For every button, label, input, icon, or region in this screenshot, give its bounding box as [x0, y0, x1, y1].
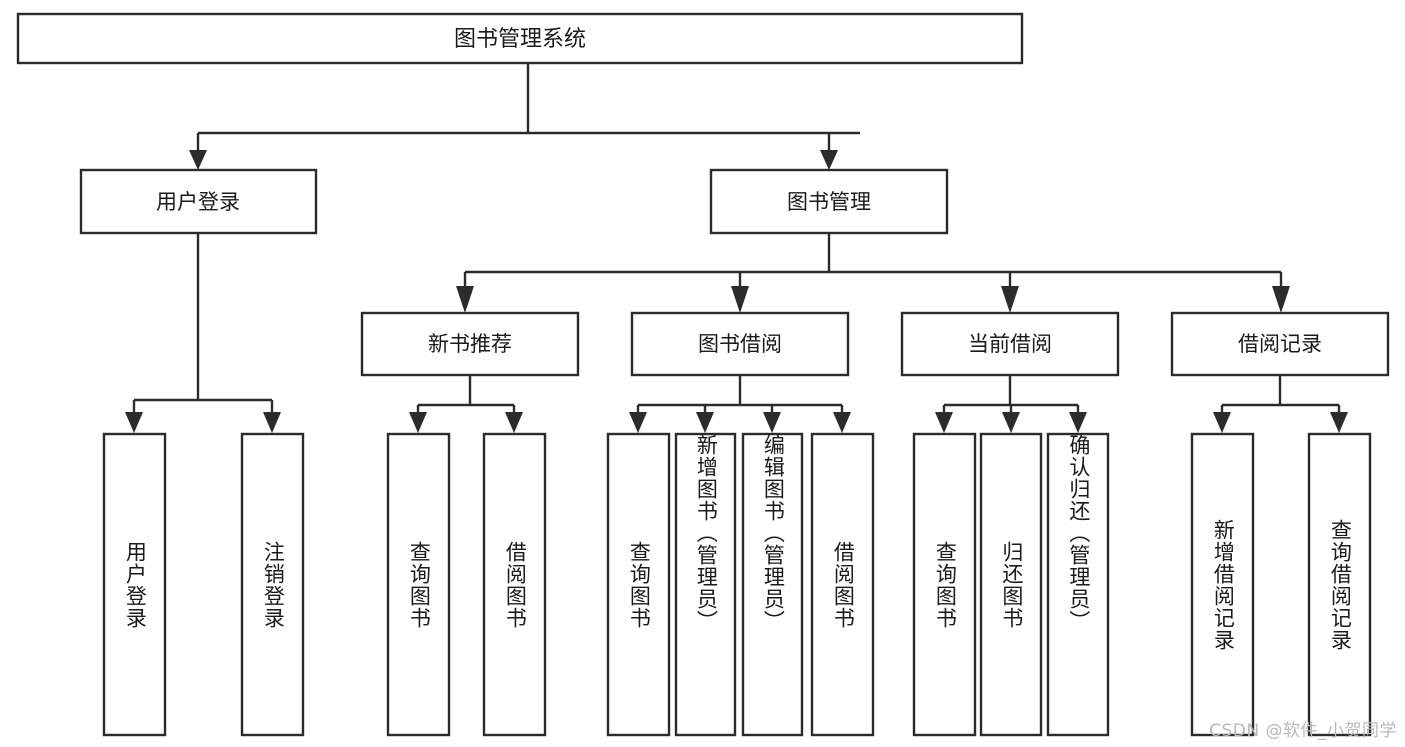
node-root-label: 图书管理系统	[454, 27, 586, 52]
leaf-box-borrow-record-2[interactable]	[1307, 432, 1372, 737]
leaf-box-book-borrow-1[interactable]	[606, 432, 671, 737]
node-new-book-recommend-label: 新书推荐	[428, 332, 512, 356]
arrow-bookmgmt-to-borrow	[731, 286, 749, 313]
arrow-borrow-leaf-4	[833, 412, 851, 433]
arrow-userlogin-leaf-1	[125, 412, 143, 433]
arrow-newbook-leaf-2	[505, 412, 523, 433]
arrow-newbook-leaf-1	[409, 412, 427, 433]
node-book-management-label: 图书管理	[787, 190, 871, 214]
node-new-book-recommend[interactable]: 新书推荐	[360, 311, 580, 377]
arrow-borrow-leaf-3	[763, 412, 781, 433]
node-borrow-record-box[interactable]	[1170, 311, 1390, 377]
leaf-box-new-book-1[interactable]	[386, 432, 451, 737]
arrow-borrow-leaf-1	[629, 412, 647, 433]
arrow-borrow-leaf-2	[696, 412, 714, 433]
leaf-box-borrow-record-1[interactable]	[1190, 432, 1255, 737]
node-borrow-record[interactable]: 借阅记录	[1170, 311, 1390, 377]
node-book-management[interactable]: 图书管理	[709, 168, 949, 235]
leaf-box-current-borrow-1[interactable]	[912, 432, 977, 737]
leaf-box-user-login-2[interactable]	[240, 432, 305, 737]
connector-group	[125, 63, 1348, 433]
node-new-book-recommend-box[interactable]	[360, 311, 580, 377]
leaf-box-book-borrow-2[interactable]	[674, 432, 737, 737]
arrow-root-to-book-mgmt	[820, 150, 838, 170]
node-borrow-record-label: 借阅记录	[1238, 332, 1322, 356]
arrow-record-leaf-2	[1330, 412, 1348, 433]
leaf-box-current-borrow-2[interactable]	[979, 432, 1043, 737]
arrow-current-leaf-1	[935, 412, 953, 433]
arrow-bookmgmt-to-record	[1272, 286, 1290, 313]
leaf-box-new-book-2[interactable]	[482, 432, 547, 737]
leaf-box-book-borrow-4[interactable]	[810, 432, 875, 737]
node-book-borrow-box[interactable]	[630, 311, 850, 377]
leaf-box-current-borrow-3[interactable]	[1046, 432, 1110, 737]
node-book-management-box[interactable]	[709, 168, 949, 235]
leaf-box-book-borrow-3[interactable]	[741, 432, 804, 737]
node-current-borrow-box[interactable]	[900, 311, 1120, 377]
arrow-bookmgmt-to-new-book	[456, 286, 474, 313]
arrow-bookmgmt-to-current	[1001, 286, 1019, 313]
arrow-current-leaf-2	[1002, 412, 1020, 433]
leaf-box-user-login-1[interactable]	[102, 432, 167, 737]
node-user-login[interactable]: 用户登录	[79, 168, 318, 235]
arrow-record-leaf-1	[1213, 412, 1231, 433]
watermark-text: CSDN @软件_小贺同学	[1209, 721, 1397, 741]
node-book-borrow[interactable]: 图书借阅	[630, 311, 850, 377]
node-current-borrow-label: 当前借阅	[968, 332, 1052, 356]
node-user-login-box[interactable]	[79, 168, 318, 235]
arrow-root-to-user-login	[189, 150, 207, 170]
node-user-login-label: 用户登录	[156, 190, 240, 214]
node-book-borrow-label: 图书借阅	[698, 332, 782, 356]
node-root-box[interactable]	[16, 12, 1024, 65]
arrow-userlogin-leaf-2	[263, 412, 281, 433]
arrow-current-leaf-3	[1069, 412, 1087, 433]
node-current-borrow[interactable]: 当前借阅	[900, 311, 1120, 377]
node-root[interactable]: 图书管理系统	[16, 12, 1024, 65]
